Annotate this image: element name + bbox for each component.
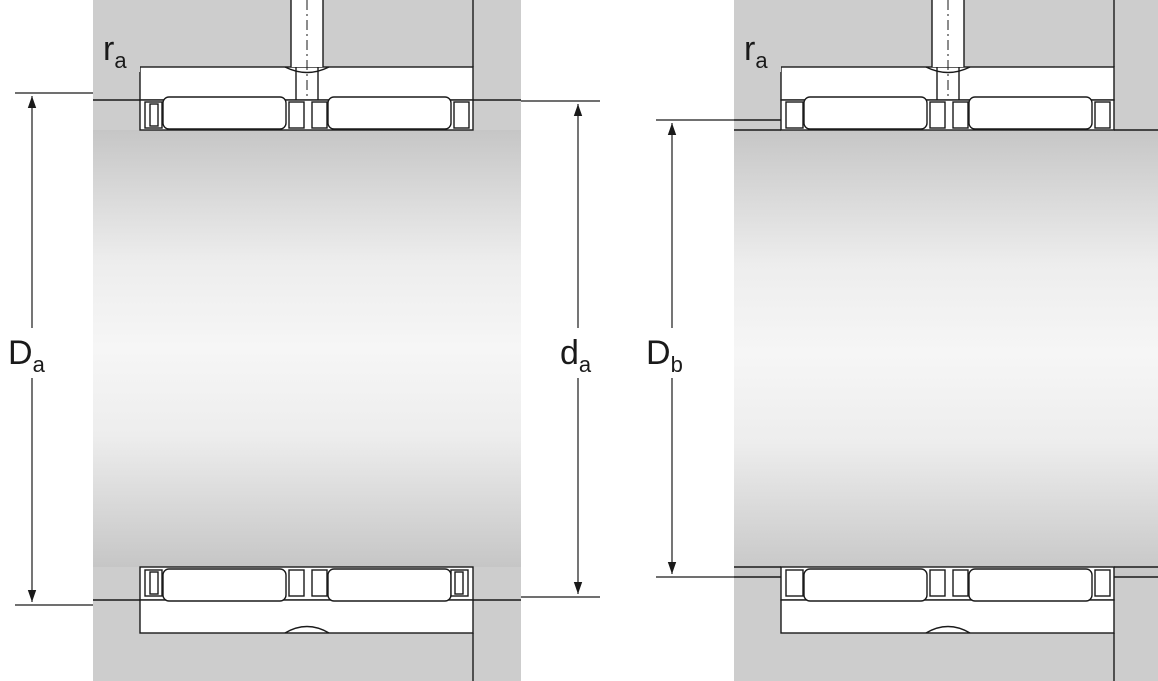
shaft-diameter-label: da [560, 334, 592, 377]
right-top-bearing [734, 0, 1158, 131]
left-bottom-bearing [93, 566, 521, 634]
right-fillet-label: ra [744, 30, 768, 73]
right-view: Db ra [640, 0, 1158, 681]
housing-diameter-label: Da [8, 334, 46, 377]
housing-bore-label: Db [646, 334, 683, 377]
left-fillet-label: ra [103, 30, 127, 73]
right-bottom-bearing [734, 566, 1158, 634]
left-top-bearing [93, 0, 521, 131]
right-shaft [734, 130, 1158, 577]
left-view: Da da ra [2, 0, 605, 681]
left-shaft [93, 130, 521, 567]
